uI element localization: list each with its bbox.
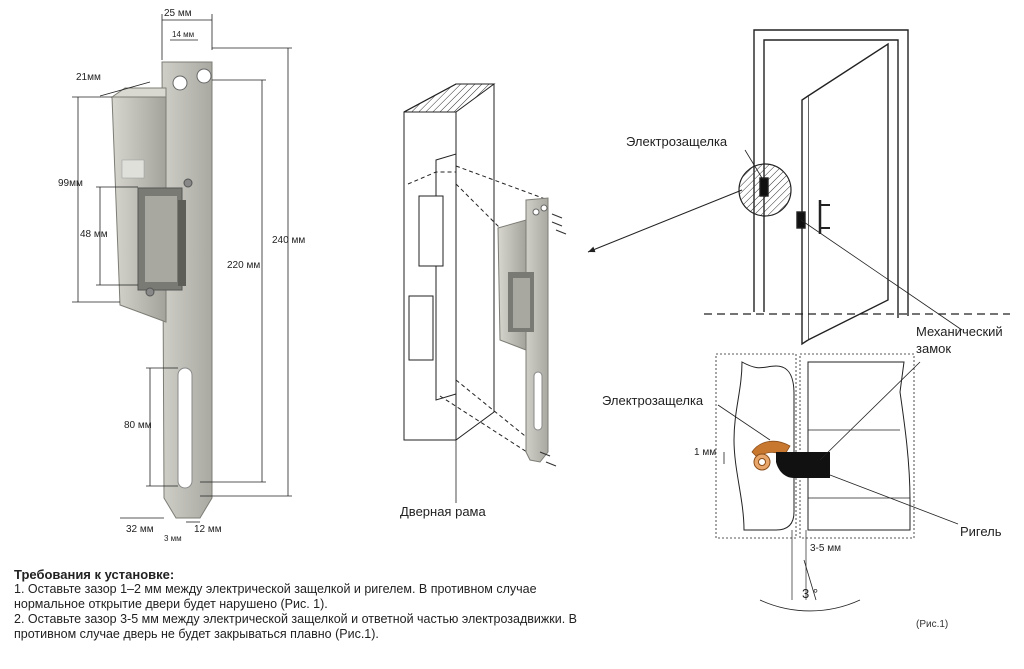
mechanical-lock-leader [800, 219, 963, 331]
strike-product-photo [110, 61, 213, 519]
dim-220: 220 мм [227, 260, 260, 271]
detail-arrow [587, 189, 743, 253]
door-drawing [738, 29, 909, 346]
dim-240: 240 мм [272, 235, 305, 246]
gap-1mm-label: 1 мм [694, 447, 716, 458]
mechanical-lock-label-2: замок [916, 341, 951, 356]
dim-21: 21мм [76, 72, 101, 83]
dim-14: 14 мм [172, 30, 194, 39]
dimension-lines [72, 14, 292, 523]
dim-25: 25 мм [164, 8, 192, 19]
electric-latch-label-detail: Электрозащелка [602, 393, 704, 408]
bolt-label: Ригель [960, 524, 1002, 539]
figure-reference: (Рис.1) [916, 619, 949, 630]
dim-48: 48 мм [80, 229, 108, 240]
lock-detail-leader [819, 361, 921, 461]
dim-3: 3 мм [164, 534, 182, 543]
installation-requirements: Требования к установке: 1. Оставьте зазо… [14, 567, 714, 642]
bolt-leader [829, 474, 959, 525]
gap-3-5-label: 3-5 мм [810, 543, 841, 554]
electric-latch-label-top: Электрозащелка [626, 134, 728, 149]
dim-80: 80 мм [124, 420, 152, 431]
dim-99: 99мм [58, 178, 83, 189]
requirement-1-line-2: нормальное открытие двери будет нарушено… [14, 597, 328, 611]
angle-label: 3 ° [802, 586, 818, 601]
dim-32: 32 мм [126, 524, 154, 535]
mechanical-lock-label-1: Механический [916, 324, 1003, 339]
strike-mounting-photo [497, 197, 567, 467]
bolt-shape [776, 452, 830, 478]
requirement-1-line-1: 1. Оставьте зазор 1–2 мм между электриче… [14, 582, 537, 596]
requirement-2-line-1: 2. Оставьте зазор 3-5 мм между электриче… [14, 612, 577, 626]
dim-12: 12 мм [194, 524, 222, 535]
section-detail [715, 353, 915, 612]
latch-leader-detail [717, 404, 771, 441]
latch-leader-top [744, 149, 763, 179]
requirements-title: Требования к установке: [14, 567, 175, 582]
requirement-2-line-2: противном случае дверь не будет закрыват… [14, 627, 379, 641]
door-frame-drawing [403, 83, 549, 455]
door-frame-label: Дверная рама [400, 504, 486, 519]
